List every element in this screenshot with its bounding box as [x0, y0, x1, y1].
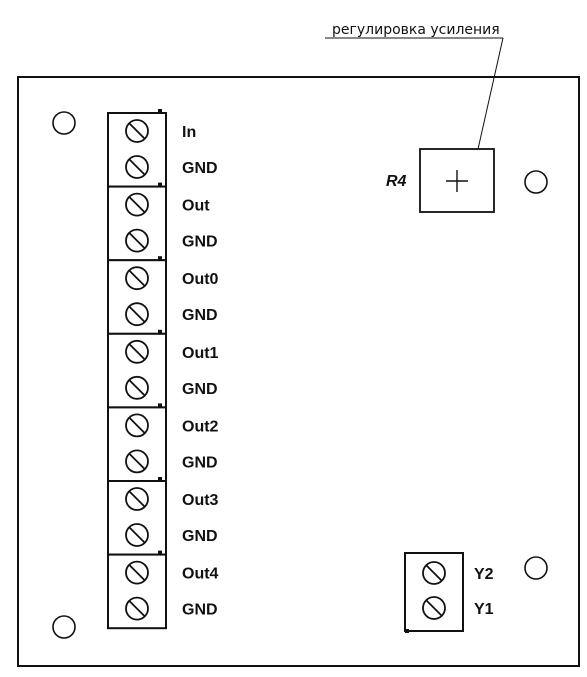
mounting-hole-top-right	[524, 170, 548, 194]
terminal-label: GND	[182, 528, 218, 545]
terminal-block-left: InGNDOutGNDOut0GNDOut1GNDOut2GNDOut3GNDO…	[107, 109, 219, 630]
terminal-screw	[125, 266, 149, 291]
terminal-label: GND	[182, 602, 218, 619]
screw-slot	[128, 343, 146, 360]
terminal-label: GND	[182, 381, 218, 398]
screw-slot	[425, 599, 443, 617]
terminal-screw	[125, 302, 149, 327]
housing-notch	[158, 182, 162, 187]
r4-label: R4	[386, 173, 407, 190]
annotation-leader-line	[475, 37, 504, 159]
terminal-screw	[125, 487, 149, 511]
screw-slot	[128, 122, 146, 140]
terminal-label: In	[182, 124, 196, 141]
screw-slot	[128, 270, 146, 287]
terminal-label: GND	[182, 307, 218, 324]
terminal-screw	[125, 413, 149, 438]
terminal-label: GND	[182, 234, 218, 251]
screw-slot	[128, 453, 146, 470]
terminal-screw	[125, 155, 149, 179]
terminal-label: GND	[182, 454, 218, 471]
terminal-screw	[125, 596, 149, 621]
terminal-label: Out3	[182, 492, 219, 509]
terminal-label: Out	[182, 198, 210, 215]
mounting-hole-top-left	[52, 111, 76, 135]
terminal-screw	[125, 228, 149, 253]
terminal-label: Y2	[474, 566, 494, 583]
screw-slot	[128, 158, 146, 176]
housing-notch	[158, 550, 162, 555]
screw-slot	[128, 600, 146, 617]
terminal-screw	[422, 561, 446, 585]
terminal-label: Out1	[182, 345, 219, 362]
screw-slot	[128, 379, 146, 396]
housing-notch	[158, 256, 162, 261]
terminal-label: Y1	[474, 601, 494, 618]
housing-notch	[405, 629, 409, 633]
terminal-screw	[125, 339, 149, 364]
screw-slot	[128, 526, 146, 544]
mounting-hole-bottom-left	[52, 615, 76, 639]
terminal-label: Out0	[182, 271, 219, 288]
screw-slot	[128, 417, 146, 434]
housing-notch	[158, 477, 162, 481]
board-outline	[17, 76, 580, 667]
terminal-screw	[125, 119, 149, 143]
screw-slot	[128, 306, 146, 323]
screw-slot	[425, 564, 443, 582]
gain-adjust-annotation: регулировка усиления	[332, 22, 500, 38]
screw-slot	[128, 564, 146, 581]
terminal-screw	[125, 375, 149, 400]
terminal-screw	[125, 192, 149, 217]
housing-notch	[158, 109, 162, 113]
housing-notch	[158, 329, 162, 334]
screw-slot	[128, 232, 146, 249]
screw-slot	[128, 490, 146, 508]
terminal-screw	[125, 449, 149, 474]
terminal-screw	[422, 596, 446, 620]
mounting-hole-bottom-right	[524, 556, 548, 580]
terminal-label: Out4	[182, 566, 219, 583]
terminal-screw	[125, 560, 149, 585]
terminal-screw	[125, 523, 149, 547]
terminal-label: GND	[182, 160, 218, 177]
housing-notch	[158, 403, 162, 408]
terminal-label: Out2	[182, 418, 219, 435]
screw-slot	[128, 196, 146, 213]
